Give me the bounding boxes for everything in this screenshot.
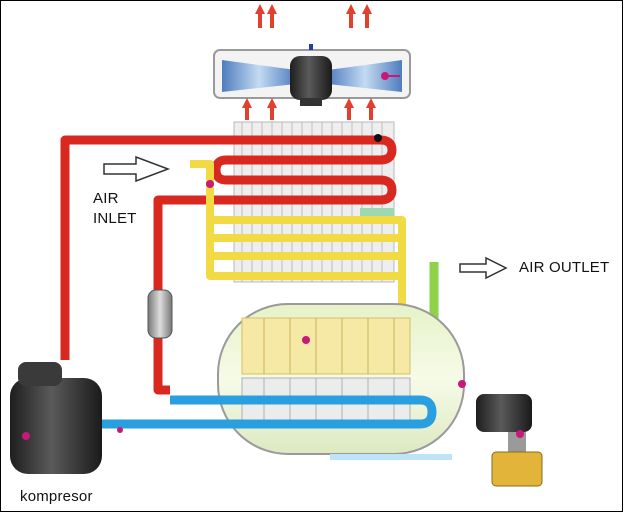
drain-valve-icon <box>476 394 543 487</box>
separator-tank <box>217 303 465 460</box>
air-outlet-label: AIR OUTLET <box>519 259 610 276</box>
junction-dot <box>374 134 382 142</box>
fan-icon <box>213 44 411 106</box>
compressor-label: kompresor <box>20 488 93 505</box>
exhaust-arrow-icon <box>242 98 376 120</box>
arrow-right-icon <box>459 256 508 280</box>
compressor-icon <box>10 362 102 474</box>
arrow-right-icon <box>103 155 171 183</box>
sensor-points <box>117 180 466 433</box>
filter-drier <box>147 289 173 339</box>
cold-refrigerant-line <box>98 395 437 429</box>
air-inlet-label-2: INLET <box>93 210 137 227</box>
air-inlet-label-1: AIR <box>93 190 119 207</box>
exhaust-arrow-icon <box>255 4 372 28</box>
